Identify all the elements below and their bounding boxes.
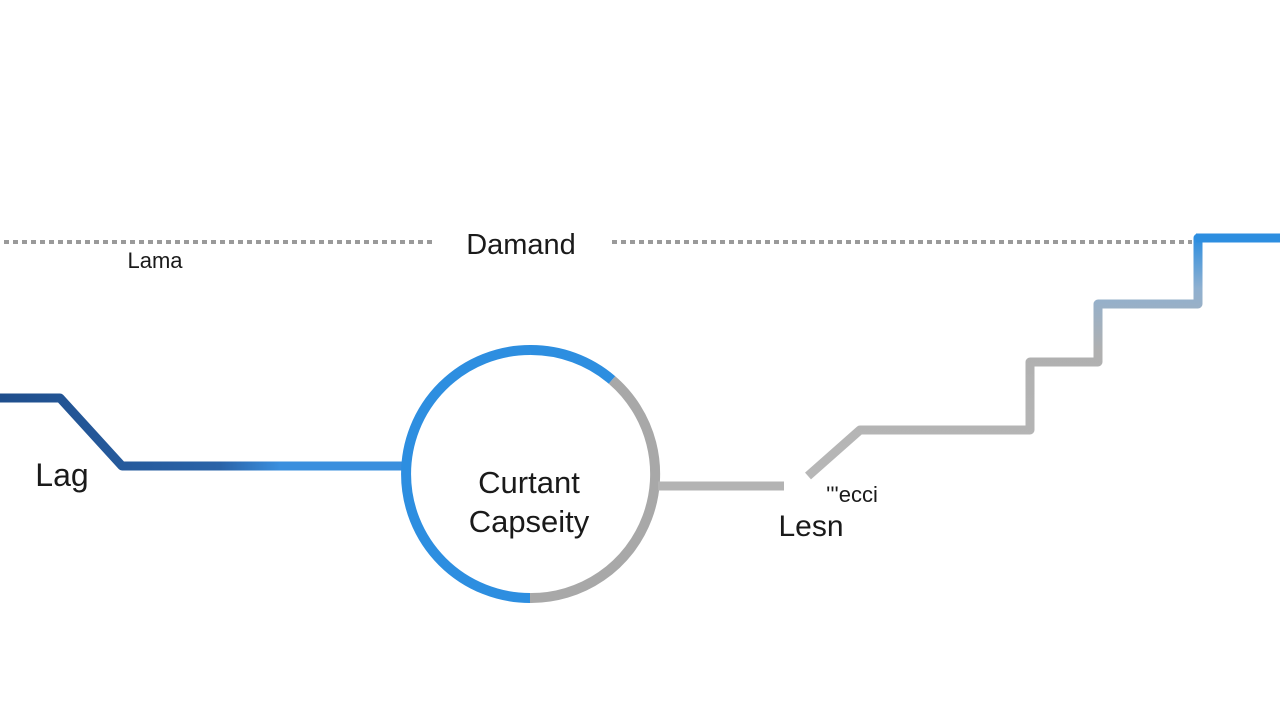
- capacity-circle-blue-arc: [401, 345, 531, 603]
- lead-label-top: '''ecci: [826, 482, 878, 507]
- lag-line: [0, 393, 402, 471]
- capacity-circle-blue-arc-top: [529, 344, 616, 384]
- capacity-label-line1: Curtant: [478, 465, 580, 500]
- demand-label: Damand: [466, 229, 576, 261]
- capacity-circle-gray-arc: [529, 376, 661, 604]
- lead-label-bottom: Lesn: [778, 510, 843, 543]
- capacity-label-line2: Capseity: [469, 504, 590, 539]
- lag-label: Lag: [35, 457, 88, 493]
- lead-stair-line: [805, 233, 1280, 480]
- demand-sub-label: Lama: [127, 248, 183, 273]
